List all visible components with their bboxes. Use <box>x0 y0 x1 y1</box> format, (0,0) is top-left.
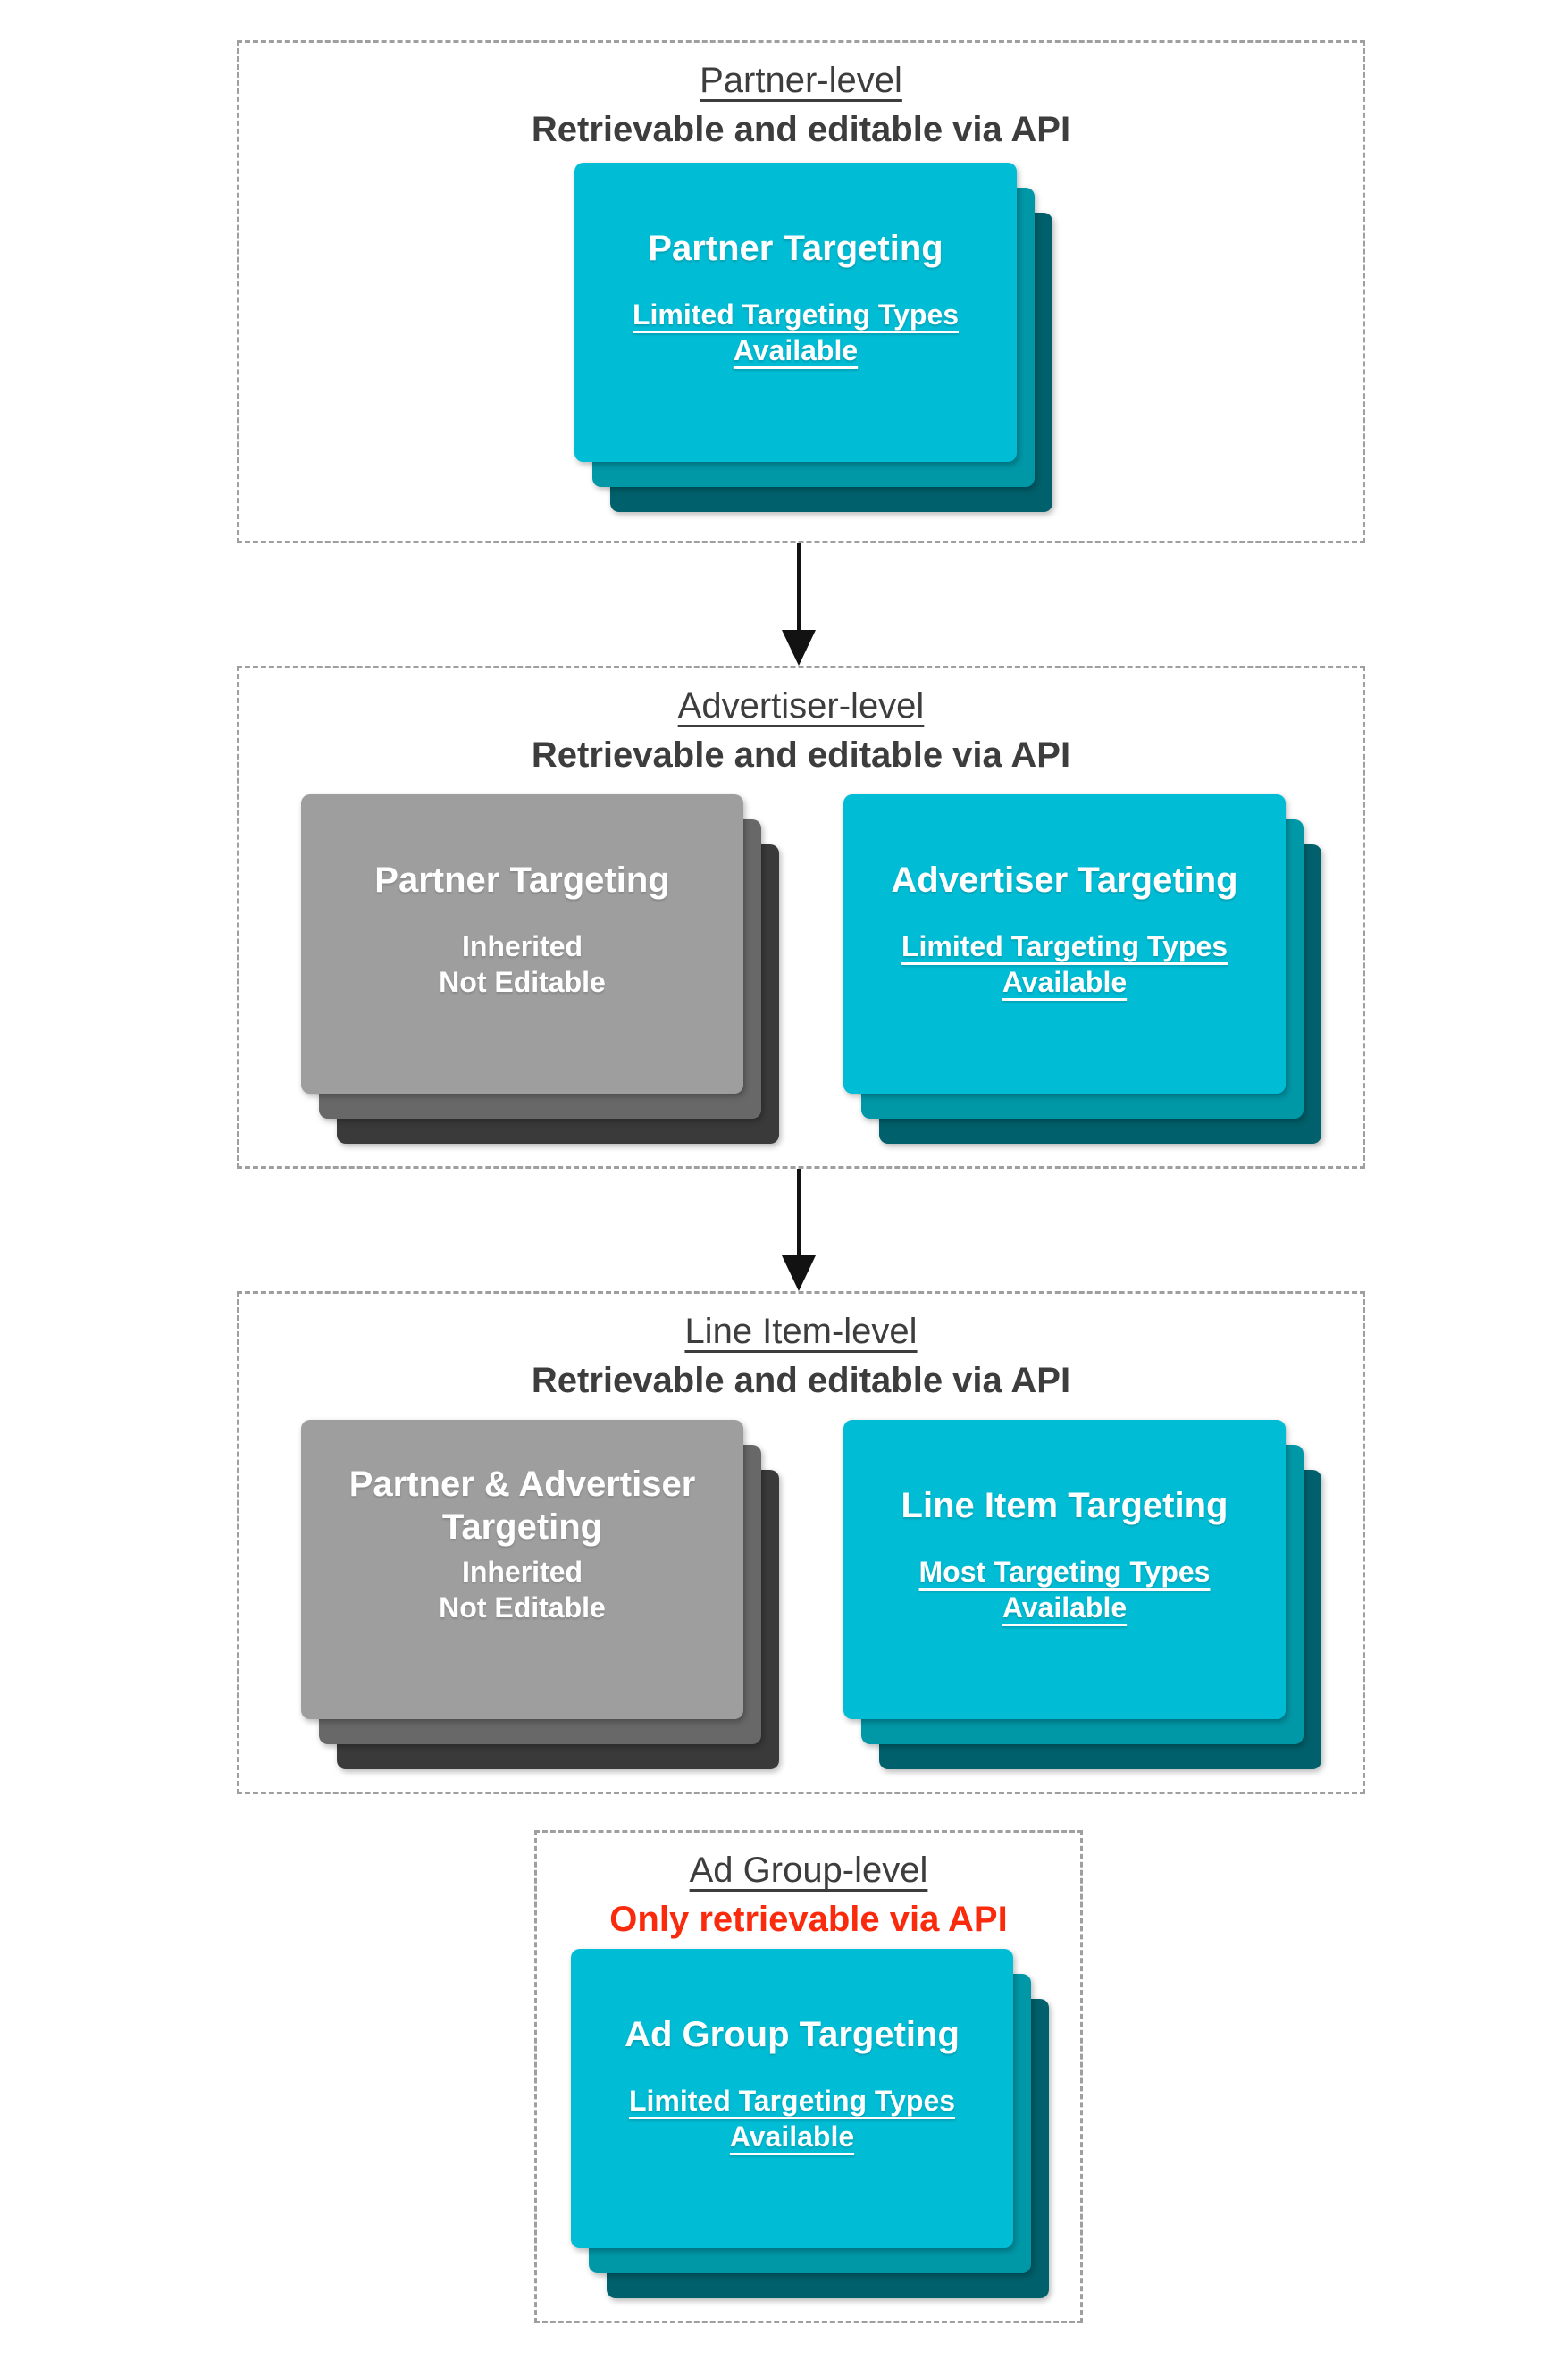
card-stack-ad-group-targeting: Ad Group Targeting Limited Targeting Typ… <box>571 1949 1049 2298</box>
card-line-item-targeting: Line Item Targeting Most Targeting Types… <box>843 1420 1286 1719</box>
section-advertiser-level: Advertiser-level Retrievable and editabl… <box>237 666 1365 1169</box>
card-partner-advertiser-targeting: Partner & Advertiser Targeting Inherited… <box>301 1420 743 1719</box>
card-body-line: Limited Targeting Types <box>901 930 1228 962</box>
card-body: Most Targeting Types Available <box>843 1554 1286 1625</box>
card-partner-targeting: Partner Targeting Limited Targeting Type… <box>574 163 1017 462</box>
card-body-line: Not Editable <box>439 966 606 998</box>
section-subtitle: Retrievable and editable via API <box>531 735 1071 775</box>
card-stack-partner-targeting: Partner Targeting Limited Targeting Type… <box>574 163 1052 512</box>
card-body: Limited Targeting Types Available <box>574 297 1017 368</box>
arrow-head-icon <box>782 1255 816 1291</box>
card-body: Inherited Not Editable <box>301 928 743 1000</box>
card-title: Partner Targeting <box>374 860 670 900</box>
section-title: Advertiser-level <box>677 686 925 726</box>
card-stack-partner-advertiser-targeting: Partner & Advertiser Targeting Inherited… <box>301 1420 779 1769</box>
card-body-line: Limited Targeting Types <box>628 2085 956 2117</box>
section-title: Ad Group-level <box>689 1851 928 1890</box>
flow-arrow-down-2 <box>779 1169 818 1291</box>
card-body-line: Most Targeting Types <box>918 1556 1211 1588</box>
card-stack-advertiser-targeting: Advertiser Targeting Limited Targeting T… <box>843 794 1321 1144</box>
section-line-item-level: Line Item-level Retrievable and editable… <box>237 1291 1365 1794</box>
card-title: Partner & Advertiser Targeting <box>348 1465 696 1547</box>
section-ad-group-level: Ad Group-level Only retrievable via API … <box>534 1830 1083 2323</box>
card-body-line: Inherited <box>461 1556 583 1588</box>
flow-arrow-down-1 <box>779 543 818 666</box>
section-title: Line Item-level <box>684 1312 918 1351</box>
card-title: Advertiser Targeting <box>891 860 1238 900</box>
card-body-line: Inherited <box>461 930 583 962</box>
card-stack-line-item-targeting: Line Item Targeting Most Targeting Types… <box>843 1420 1321 1769</box>
card-body-line: Limited Targeting Types <box>632 298 960 331</box>
section-subtitle: Retrievable and editable via API <box>531 1361 1071 1400</box>
section-subtitle: Only retrievable via API <box>609 1900 1008 1939</box>
card-body-line: Available <box>729 2120 855 2153</box>
section-subtitle: Retrievable and editable via API <box>531 110 1071 149</box>
section-title: Partner-level <box>700 61 902 100</box>
card-title: Line Item Targeting <box>901 1486 1228 1525</box>
card-title: Partner Targeting <box>648 229 943 268</box>
arrow-head-icon <box>782 630 816 666</box>
card-body-line: Available <box>1002 966 1128 998</box>
section-partner-level: Partner-level Retrievable and editable v… <box>237 40 1365 543</box>
card-partner-targeting-inherited: Partner Targeting Inherited Not Editable <box>301 794 743 1094</box>
card-body: Limited Targeting Types Available <box>843 928 1286 1000</box>
arrow-line <box>797 1169 801 1255</box>
card-body: Inherited Not Editable <box>301 1554 743 1625</box>
card-stack-partner-targeting-inherited: Partner Targeting Inherited Not Editable <box>301 794 779 1144</box>
card-body-line: Not Editable <box>439 1591 606 1624</box>
arrow-line <box>797 543 801 630</box>
card-body-line: Available <box>1002 1591 1128 1624</box>
card-title: Ad Group Targeting <box>625 2015 960 2054</box>
card-body-line: Available <box>733 334 859 366</box>
card-body: Limited Targeting Types Available <box>571 2083 1013 2154</box>
card-ad-group-targeting: Ad Group Targeting Limited Targeting Typ… <box>571 1949 1013 2248</box>
card-advertiser-targeting: Advertiser Targeting Limited Targeting T… <box>843 794 1286 1094</box>
